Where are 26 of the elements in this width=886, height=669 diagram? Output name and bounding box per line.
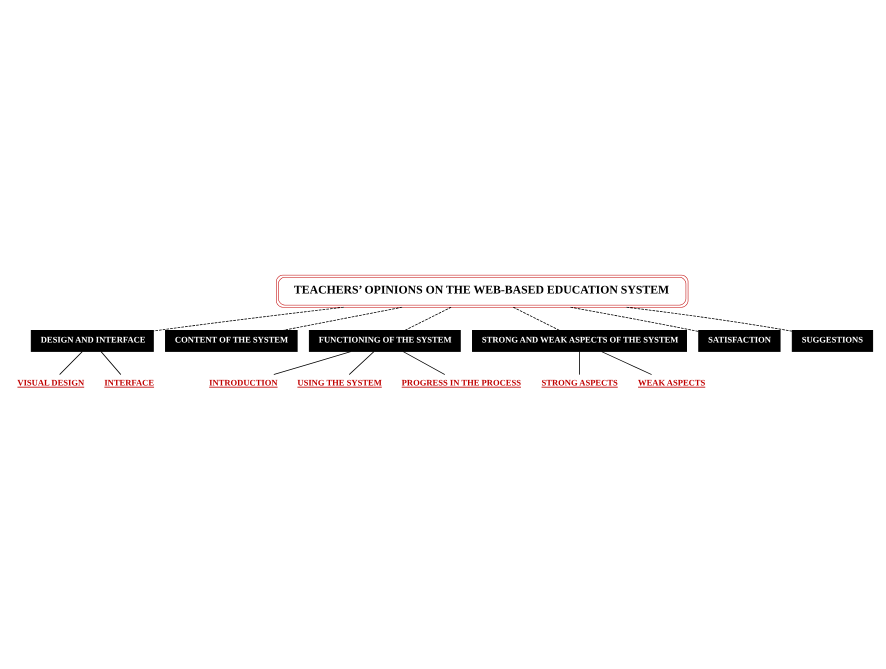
connector (404, 306, 452, 331)
connector (100, 351, 122, 375)
node-text: PROGRESS IN THE PROCESS (402, 378, 521, 388)
connector (601, 351, 652, 375)
node-box: FUNCTIONING OF THE SYSTEM (308, 330, 461, 352)
node-box: SATISFACTION (698, 330, 781, 352)
node-text: INTERFACE (104, 378, 154, 388)
connector (579, 351, 580, 375)
node-box: DESIGN AND INTERFACE (30, 330, 154, 352)
node-text: STRONG ASPECTS (542, 378, 618, 388)
connector (273, 351, 352, 375)
connector (283, 306, 403, 331)
node-text: VISUAL DESIGN (17, 378, 84, 388)
connector (402, 351, 446, 375)
connector (512, 306, 560, 331)
node-text: INTRODUCTION (209, 378, 278, 388)
connector (59, 351, 83, 375)
connector (153, 306, 344, 332)
connector (570, 306, 699, 332)
node-text: USING THE SYSTEM (297, 378, 382, 388)
node-box: SUGGESTIONS (792, 330, 874, 352)
node-box: CONTENT OF THE SYSTEM (165, 330, 298, 352)
node-box: STRONG AND WEAK ASPECTS OF THE SYSTEM (472, 330, 687, 352)
connector (348, 351, 374, 375)
node-text: WEAK ASPECTS (638, 378, 706, 388)
connector (626, 306, 792, 332)
